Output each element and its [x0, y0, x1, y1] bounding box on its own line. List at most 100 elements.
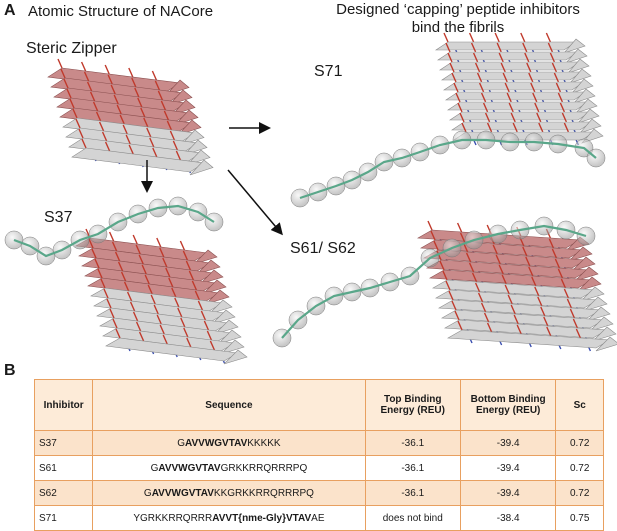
side-chain: [530, 82, 536, 93]
side-chain: [78, 128, 84, 139]
side-chain: [103, 288, 109, 299]
side-chain: [548, 238, 555, 249]
cell-bottom-binding: -39.4: [459, 480, 557, 506]
cell-inhibitor: S61: [33, 455, 94, 481]
cell-top-binding: -36.1: [364, 480, 461, 506]
beta-strand-tip: [168, 89, 193, 106]
side-chain: [117, 261, 124, 272]
cell-bottom-binding: -39.4: [459, 430, 557, 456]
side-chain: [575, 328, 582, 339]
beta-strand-tip: [177, 119, 202, 136]
sequence-prefix: G: [177, 437, 186, 449]
side-chain: [135, 321, 142, 332]
header-bottom-binding-line2: Energy (REU): [475, 405, 541, 416]
beta-strand-tip: [563, 38, 586, 54]
side-chain: [516, 324, 522, 335]
side-chain: [486, 122, 493, 133]
side-chain: [188, 270, 195, 281]
beta-strand-tip: [580, 286, 605, 302]
cell-sc: 0.75: [555, 505, 604, 531]
header-top-binding-line2: Energy (REU): [380, 405, 445, 416]
side-chain: [162, 334, 168, 345]
sequence-core: AVVT{nme-Gly}VTAV: [212, 512, 312, 524]
side-chain: [75, 118, 81, 129]
side-chain: [436, 250, 442, 261]
side-chain: [470, 42, 477, 53]
side-chain: [182, 250, 189, 261]
side-chain: [443, 32, 449, 43]
side-chain: [439, 260, 445, 271]
beta-strand-tip: [573, 88, 596, 104]
side-chain: [101, 131, 108, 142]
side-chain: [63, 78, 69, 89]
side-chain: [554, 258, 561, 269]
cell-sc: 0.72: [555, 455, 604, 481]
side-chain: [135, 244, 141, 255]
sequence-core: AVVWGVTAV: [185, 437, 248, 449]
table-row: S61 GAVVWGVTAVGRKKRRQRRRPQ -36.1 -39.4 0…: [33, 455, 604, 481]
label-s71: S71: [314, 63, 343, 80]
side-chain: [538, 122, 544, 133]
side-chain: [200, 310, 207, 321]
side-chain: [445, 42, 451, 53]
side-chain: [459, 112, 465, 123]
side-chain: [559, 102, 566, 113]
side-chain: [183, 327, 189, 338]
side-chain: [104, 64, 110, 75]
side-chain: [92, 101, 99, 112]
beta-strand-tip: [567, 58, 590, 74]
side-chain: [524, 52, 530, 63]
side-chain: [486, 322, 493, 333]
side-chain: [453, 82, 459, 93]
beta-strand-tip: [571, 78, 594, 94]
beta-strand: [437, 51, 579, 61]
side-chain: [109, 308, 115, 319]
beta-strand-tip: [174, 109, 199, 126]
side-chain: [132, 234, 138, 245]
side-chain: [510, 112, 516, 123]
side-chain: [179, 240, 186, 251]
side-chain: [143, 117, 149, 128]
beta-strand-tip: [171, 99, 196, 116]
side-chain: [191, 280, 198, 291]
side-chain: [112, 318, 118, 329]
panel-b-letter: B: [4, 362, 16, 379]
side-chain: [147, 284, 153, 295]
side-chain: [154, 80, 161, 91]
beta-strand-tip: [180, 129, 205, 146]
side-chain: [132, 311, 139, 322]
side-chain: [81, 138, 87, 149]
side-chain: [107, 74, 113, 85]
beta-strand-tip: [586, 306, 611, 322]
beta-strand-tip: [165, 79, 190, 96]
side-chain: [442, 270, 448, 281]
beta-strand: [440, 309, 606, 329]
side-chain: [543, 316, 549, 327]
side-chain: [186, 337, 192, 348]
side-chain: [459, 232, 466, 243]
side-chain: [555, 82, 562, 93]
side-chain: [100, 278, 106, 289]
cell-top-binding: -36.1: [364, 430, 461, 456]
side-chain: [115, 328, 121, 339]
side-chain: [66, 88, 72, 99]
side-chain: [104, 141, 111, 152]
side-chain: [500, 62, 506, 73]
side-chain: [165, 267, 171, 278]
header-top-binding-line1: Top Binding: [383, 394, 442, 405]
table-row: S71 YGRKKRRQRRRAVVT{nme-Gly}VTAVAE does …: [33, 505, 604, 531]
side-chain: [504, 82, 510, 93]
table-row: S62 GAVVWGVTAVKKGRKKRRQRRRPQ -36.1 -39.4…: [33, 480, 604, 506]
side-chain: [433, 240, 439, 251]
beta-strand-tip: [183, 139, 208, 156]
beta-strand: [443, 319, 609, 339]
side-chain: [141, 264, 147, 275]
side-chain: [551, 248, 558, 259]
side-chain: [501, 274, 507, 285]
cell-sequence: GAVVWGVTAVGRKKRRQRRRPQ: [92, 455, 366, 481]
side-chain: [430, 230, 436, 241]
cell-inhibitor: S71: [33, 505, 94, 531]
side-chain: [482, 102, 489, 113]
beta-strand-tip: [592, 326, 617, 342]
side-chain: [478, 82, 485, 93]
